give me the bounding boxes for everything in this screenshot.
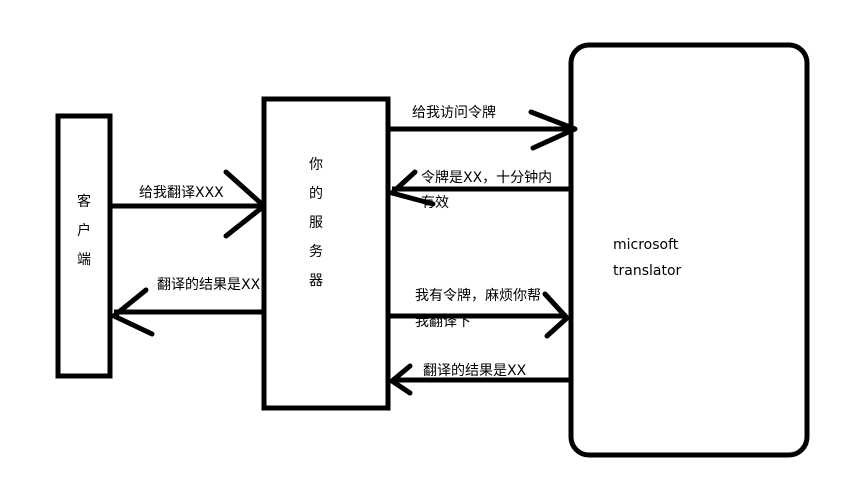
arrow-server-to-client <box>111 287 264 337</box>
label-client-to-server: 给我翻译XXX <box>139 185 224 201</box>
translator-box <box>568 42 810 458</box>
label-char: 客 <box>77 194 91 210</box>
label-server-to-client: 翻译的结果是XX <box>157 277 261 293</box>
label-char: 器 <box>309 273 323 289</box>
translator-label-line2: translator <box>613 263 682 279</box>
label-char: 服 <box>309 215 323 231</box>
arrow-client-to-server <box>110 169 267 239</box>
label-translator-to-server-token-line1: 令牌是XX，十分钟内 <box>421 170 553 186</box>
label-char: 的 <box>309 186 323 202</box>
server-label: 你的服务器 <box>298 151 334 296</box>
label-char: 端 <box>77 252 91 268</box>
label-char: 你 <box>309 157 323 173</box>
arrow-translator-to-server-result <box>389 363 571 396</box>
arrow-server-to-translator-token <box>388 109 578 151</box>
translator-label-line1: microsoft <box>613 237 679 253</box>
label-translator-to-server-result: 翻译的结果是XX <box>423 363 527 379</box>
label-char: 务 <box>309 244 323 260</box>
arrow-server-to-translator-translate <box>388 291 570 339</box>
label-server-to-translator-translate-line2: 我翻译下 <box>415 314 471 330</box>
client-box <box>55 113 113 379</box>
label-char: 户 <box>77 223 91 239</box>
label-server-to-translator-token: 给我访问令牌 <box>412 105 496 121</box>
server-box <box>261 96 391 411</box>
arrow-translator-to-server-token <box>389 169 571 207</box>
client-label: 客户端 <box>66 188 102 275</box>
label-server-to-translator-translate-line1: 我有令牌，麻烦你帮 <box>415 288 541 304</box>
label-translator-to-server-token-line2: 有效 <box>421 195 449 211</box>
